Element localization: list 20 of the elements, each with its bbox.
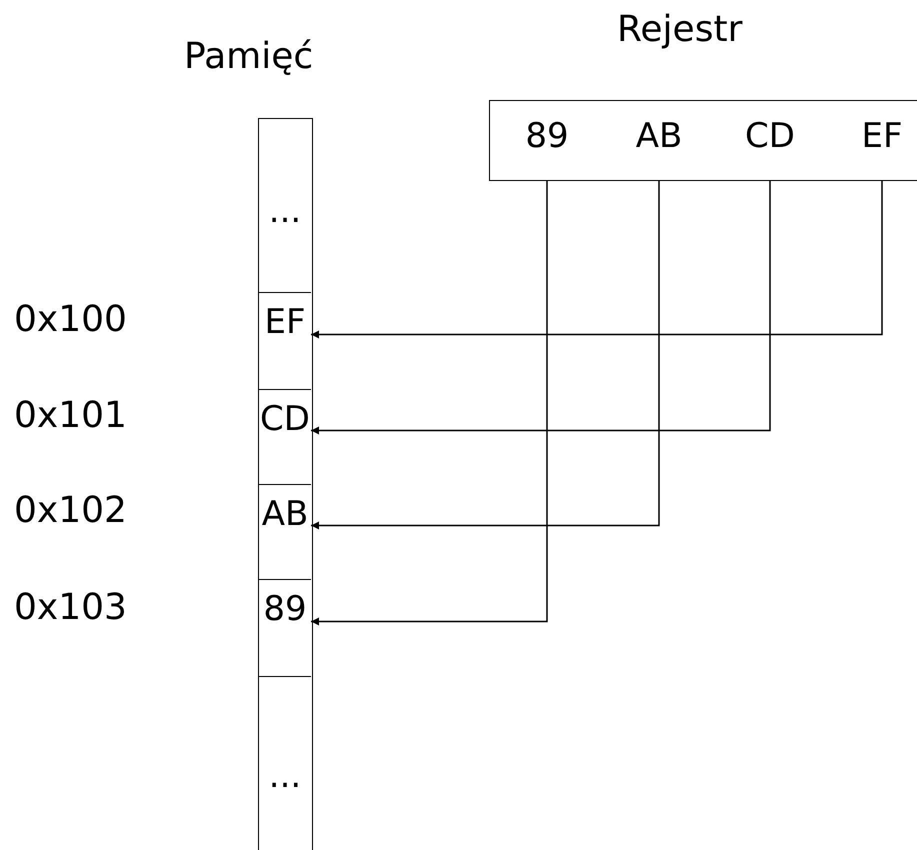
register-byte: EF [855, 100, 909, 181]
memory-cell: CD [259, 389, 311, 484]
memory-cell: AB [259, 484, 311, 579]
register-byte: 89 [517, 100, 577, 181]
address-label: 0x102 [14, 493, 127, 529]
arrow [311, 181, 771, 434]
heading: Pamięć [184, 39, 314, 75]
arrow [311, 181, 660, 530]
memory-cell: 89 [259, 579, 311, 676]
arrow [311, 181, 548, 626]
register-byte: AB [627, 100, 691, 181]
register-byte: CD [739, 100, 801, 181]
memory-cell: ... [259, 676, 311, 846]
address-label: 0x101 [14, 398, 127, 434]
arrow [311, 181, 883, 338]
memory-cell: EF [259, 292, 311, 389]
heading: Rejestr [617, 12, 742, 48]
address-label: 0x100 [14, 302, 127, 338]
memory-cell: ... [259, 119, 311, 292]
address-label: 0x103 [14, 590, 127, 626]
